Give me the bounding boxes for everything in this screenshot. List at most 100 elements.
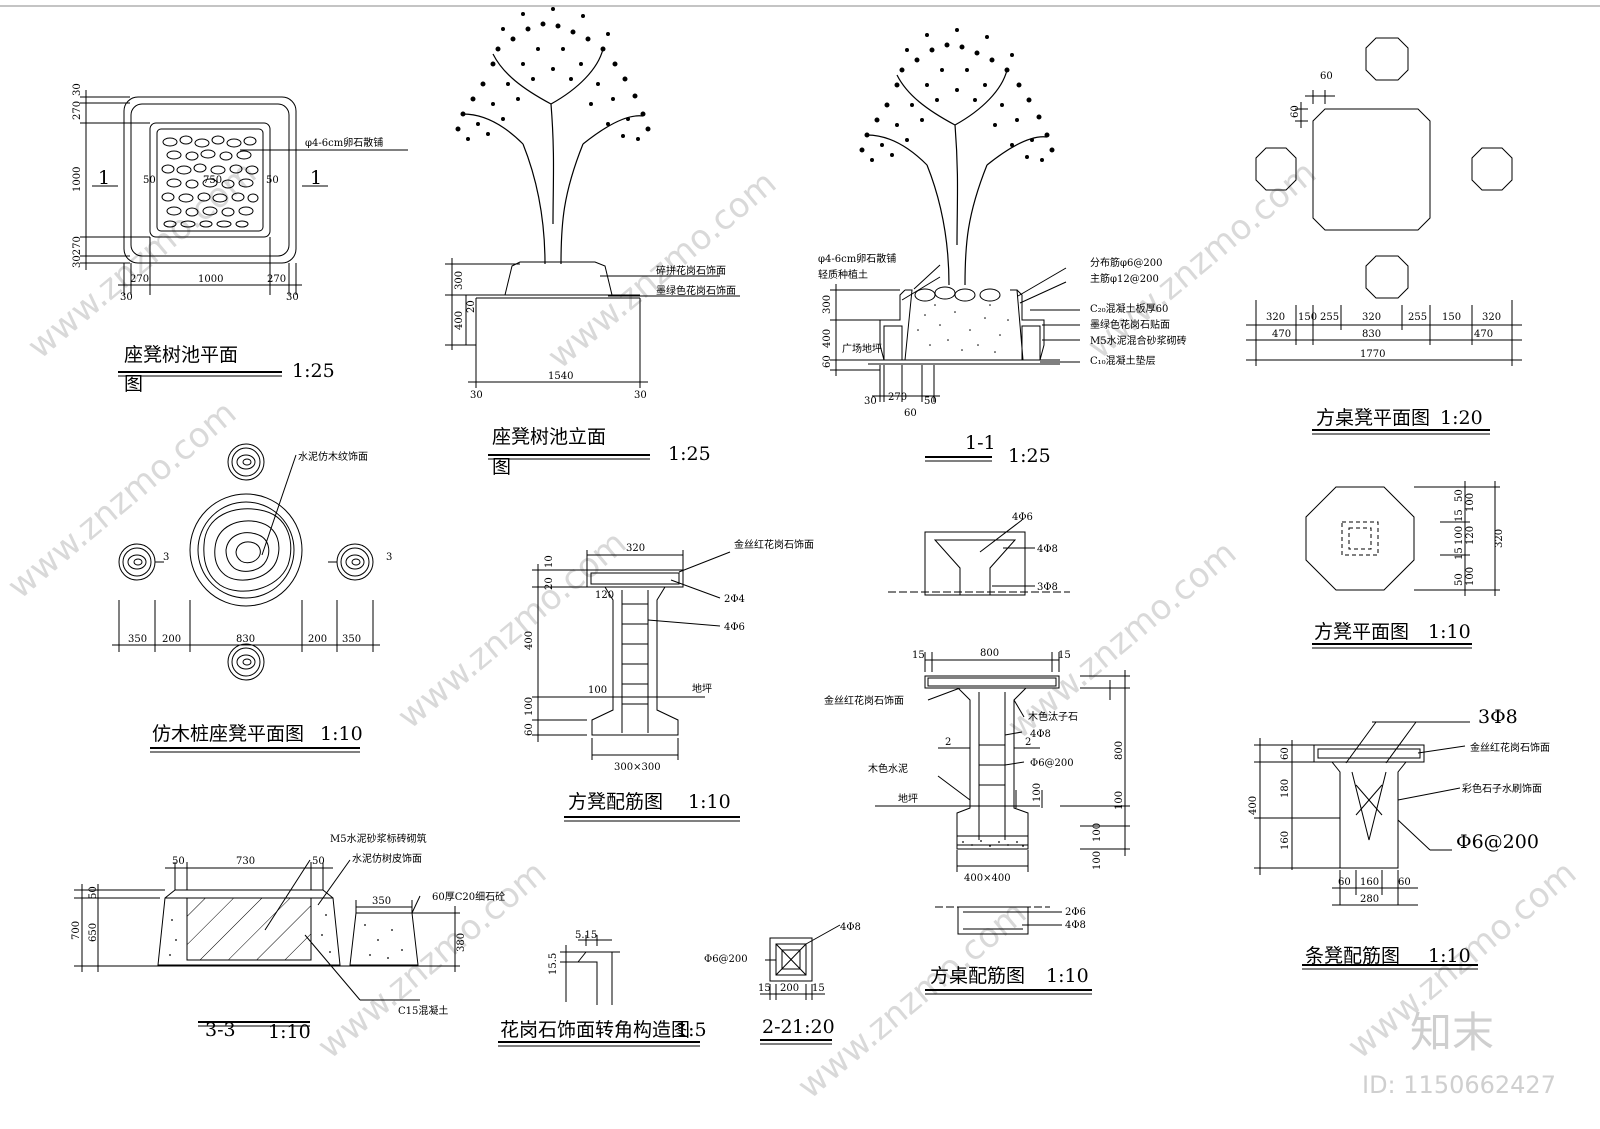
note-c10-pad: C₁₀混凝土垫层 bbox=[1090, 354, 1156, 367]
scale-bench-pool-elevation: 1:25 bbox=[668, 443, 711, 465]
dim-label: 280 bbox=[1360, 894, 1379, 905]
dim-label: 2 bbox=[945, 737, 951, 748]
scale-stool-rebar: 1:10 bbox=[688, 791, 731, 813]
dim-label: 3 bbox=[386, 552, 392, 563]
dim-label: 15 bbox=[812, 983, 825, 994]
dim-label: 60 bbox=[822, 355, 833, 368]
section-1-1-labels: 300 400 60 30 270 50 60 φ4-6cm卵石散铺 轻质种植土… bbox=[818, 252, 1187, 467]
note-m5-std-brick: M5水泥砂浆标砖砌筑 bbox=[330, 832, 427, 845]
dim-label: 730 bbox=[236, 856, 255, 867]
dim-label: 300×300 bbox=[614, 762, 661, 773]
title-bench-pool-elevation-2: 图 bbox=[492, 456, 511, 478]
dim-label: 60 bbox=[1280, 747, 1291, 760]
note-dist-bar: 分布筋φ6@200 bbox=[1090, 256, 1162, 269]
title-section-1-1: 1-1 bbox=[965, 432, 996, 454]
drawing-bench-pool-elevation bbox=[445, 6, 740, 460]
dim-label: 270 bbox=[72, 101, 83, 120]
dim-label: 15 bbox=[1454, 509, 1465, 522]
concrete-hatch bbox=[169, 914, 403, 959]
note-m5-brick: M5水泥混合砂浆砌砖 bbox=[1090, 334, 1187, 347]
dim-label: 400 bbox=[1248, 796, 1259, 815]
dim-label: 270 bbox=[130, 274, 149, 285]
dim-label: 60 bbox=[1398, 877, 1411, 888]
dim-label: 30 bbox=[120, 292, 133, 303]
dim-label: 350 bbox=[128, 634, 147, 645]
scale-table-rebar: 1:10 bbox=[1046, 965, 1089, 987]
dim-label: 400 bbox=[822, 329, 833, 348]
dim-label: 270 bbox=[888, 392, 907, 403]
dim-label: 160 bbox=[1280, 831, 1291, 850]
dim-label: 830 bbox=[236, 634, 255, 645]
dim-label: 100 bbox=[1092, 823, 1103, 842]
dim-label: 400 bbox=[524, 631, 535, 650]
title-table-stool-plan: 方桌凳平面图 bbox=[1316, 407, 1430, 429]
title-bench-pool-elevation: 座凳树池立面 bbox=[492, 426, 606, 448]
dim-label: 100 bbox=[1454, 526, 1465, 545]
title-stump-bench-plan: 仿木桩座凳平面图 bbox=[152, 723, 304, 745]
dim-label: 20 bbox=[466, 300, 477, 313]
note-wood-stone: 木色汰子石 bbox=[1028, 710, 1078, 723]
scale-section-3-3: 1:10 bbox=[268, 1021, 311, 1043]
note-4phi6: 4Φ6 bbox=[724, 622, 745, 633]
dim-label: 650 bbox=[88, 923, 99, 942]
dim-label: 60 bbox=[1338, 877, 1351, 888]
granite-corner-labels: 5.15 15.5 花岗石饰面转角构造图 1:5 bbox=[500, 930, 707, 1041]
gravel-hatch bbox=[962, 840, 1024, 847]
note-main-bar: 主筋φ12@200 bbox=[1090, 272, 1159, 285]
dim-label: 30 bbox=[286, 292, 299, 303]
note-ground-2: 地坪 bbox=[898, 792, 918, 805]
drawing-section-2-2 bbox=[760, 924, 841, 1045]
note-b2-2phi6: 2Φ6 bbox=[1065, 907, 1086, 918]
scale-stool-plan: 1:10 bbox=[1428, 621, 1471, 643]
dim-label: 50 bbox=[266, 175, 279, 186]
dim-label: 100 bbox=[1092, 851, 1103, 870]
bench-pool-plan-labels: 30 270 1000 30270 270 1000 270 30 30 50 … bbox=[72, 83, 383, 395]
note-t-3phi8: 3Φ8 bbox=[1037, 582, 1058, 593]
dim-label: 60 bbox=[524, 723, 535, 736]
dim-label: 1000 bbox=[198, 274, 223, 285]
dim-label: 2 bbox=[1025, 737, 1031, 748]
dim-label: 400 bbox=[454, 311, 465, 330]
dim-label: 1770 bbox=[1360, 349, 1385, 360]
dim-label: 380 bbox=[456, 933, 467, 952]
dim-label: 60 bbox=[1320, 71, 1333, 82]
dim-label: 10 bbox=[544, 555, 555, 568]
dim-label: 300 bbox=[822, 295, 833, 314]
pebble-pattern bbox=[161, 135, 259, 228]
section-mark-right: 1 bbox=[310, 167, 322, 189]
scale-section-2-2: 1:20 bbox=[792, 1016, 835, 1038]
note-tb-phi6: Φ6@200 bbox=[1030, 758, 1074, 769]
drawing-table-rebar bbox=[875, 519, 1130, 995]
watermark-id: ID: 1150662427 bbox=[1362, 1071, 1556, 1099]
dim-label: 50 bbox=[88, 886, 99, 899]
stool-rebar-labels: 320 10 20 120 400 100 100 60 300×300 金丝红… bbox=[524, 538, 814, 813]
drawing-section-3-3 bbox=[74, 859, 460, 1027]
dim-label: 100 bbox=[1465, 567, 1476, 586]
dim-label: 400×400 bbox=[964, 873, 1011, 884]
dim-label: 30 bbox=[864, 396, 877, 407]
note-t-4phi6: 4Φ6 bbox=[1012, 512, 1033, 523]
note-tb-4phi8: 4Φ8 bbox=[1030, 729, 1051, 740]
scale-stump-bench-plan: 1:10 bbox=[320, 723, 363, 745]
dim-label: 60 bbox=[904, 408, 917, 419]
bench-pool-elevation-labels: 300 400 20 1540 30 30 碎拼花岗石饰面 墨绿色花岗石饰面 座… bbox=[454, 264, 736, 478]
dim-label: 320 bbox=[1482, 312, 1501, 323]
note-wood-cement: 木色水泥 bbox=[868, 762, 908, 775]
note-c20-slab: C₂₀混凝土板厚60 bbox=[1090, 302, 1168, 315]
title-granite-corner: 花岗石饰面转角构造图 bbox=[500, 1019, 690, 1041]
title-stool-plan: 方凳平面图 bbox=[1314, 621, 1409, 643]
note-gold-red-granite-3: 金丝红花岗石饰面 bbox=[1470, 741, 1550, 754]
note-b2-4phi8: 4Φ8 bbox=[1065, 920, 1086, 931]
dim-label: 750 bbox=[203, 175, 222, 186]
dim-label: 100 bbox=[1465, 493, 1476, 512]
dim-label: 700 bbox=[71, 921, 82, 940]
title-bench-pool-plan-2: 图 bbox=[124, 373, 143, 395]
note-ground: 地坪 bbox=[692, 682, 712, 695]
note-dark-green-paste: 墨绿色花岗石贴面 bbox=[1090, 318, 1170, 331]
dim-label: 15 bbox=[1454, 547, 1465, 560]
dim-label: 50 bbox=[924, 396, 937, 407]
drawing-table-stool-plan bbox=[1246, 37, 1522, 435]
dim-label: 320 bbox=[1362, 312, 1381, 323]
scale-section-1-1: 1:25 bbox=[1008, 445, 1051, 467]
